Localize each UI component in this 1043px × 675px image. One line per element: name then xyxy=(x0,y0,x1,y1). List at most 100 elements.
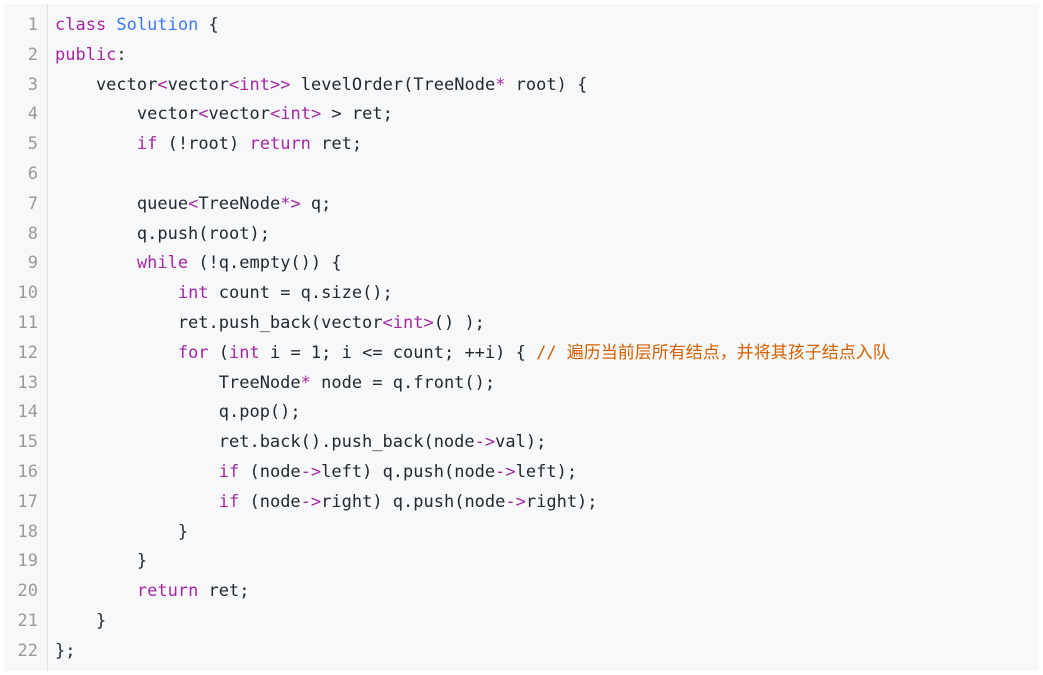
code-token: * xyxy=(495,74,506,95)
line-number: 6 xyxy=(27,164,38,184)
code-text: }; xyxy=(55,636,75,666)
code-token: (!root) xyxy=(157,134,250,155)
line-number: 10 xyxy=(17,283,38,304)
line-number: 3 xyxy=(27,74,38,95)
code-token: (node xyxy=(239,462,301,482)
code-token: ret; xyxy=(310,134,363,155)
code-token xyxy=(55,343,178,363)
code-token: node = q.front(); xyxy=(310,372,496,393)
code-line: 19 } xyxy=(4,546,1039,576)
line-number: 14 xyxy=(17,402,38,423)
code-text: if (!root) return ret; xyxy=(55,129,362,159)
code-comment: // 遍历当前层所有结点，并将其孩子结点入队 xyxy=(536,342,890,363)
code-text: if (node->right) q.push(node->right); xyxy=(55,487,598,517)
code-line: 5 if (!root) return ret; xyxy=(4,129,1039,159)
line-number: 11 xyxy=(17,313,38,333)
code-text: return ret; xyxy=(55,576,250,606)
code-token: < xyxy=(269,104,281,125)
code-token: -> xyxy=(495,462,516,482)
line-number: 13 xyxy=(17,372,38,393)
code-token: < xyxy=(229,74,240,95)
code-token: val); xyxy=(495,432,547,453)
code-text: if (node->left) q.push(node->left); xyxy=(55,457,577,487)
code-line: 13 TreeNode* node = q.front(); xyxy=(4,368,1039,398)
code-token: (!q.empty()) { xyxy=(188,253,342,274)
code-token: TreeNode xyxy=(55,372,301,393)
code-token: int xyxy=(392,313,424,333)
code-token: q.push(root); xyxy=(55,223,270,244)
code-line: 18 } xyxy=(4,517,1039,547)
code-token: root) { xyxy=(505,74,588,95)
code-token: } xyxy=(55,521,189,542)
code-token: > ret; xyxy=(321,104,393,125)
code-text: vector<vector<int>> levelOrder(TreeNode*… xyxy=(55,70,587,100)
line-number: 16 xyxy=(17,462,38,482)
code-line: 6 xyxy=(4,159,1039,189)
code-line: 9 while (!q.empty()) { xyxy=(4,248,1039,278)
code-text: ret.back().push_back(node->val); xyxy=(55,427,547,457)
code-token: ret.push_back(vector xyxy=(55,313,383,333)
code-token: if xyxy=(218,491,240,512)
code-token: if xyxy=(218,462,240,482)
code-token: levelOrder(TreeNode xyxy=(290,74,496,95)
code-token: int xyxy=(239,74,270,95)
code-line: 22}; xyxy=(4,636,1039,666)
code-token: right) q.push(node xyxy=(321,491,506,512)
code-token: ret.back().push_back(node xyxy=(55,432,475,453)
code-text: public: xyxy=(55,40,127,70)
line-number: 7 xyxy=(27,193,38,214)
code-token: q.pop(); xyxy=(55,402,301,423)
code-token: *> xyxy=(280,193,301,214)
code-line: 15 ret.back().push_back(node->val); xyxy=(4,427,1039,457)
code-token: while xyxy=(136,253,189,274)
code-token: return xyxy=(136,581,199,602)
code-line: 10 int count = q.size(); xyxy=(4,278,1039,308)
code-token: left) q.push(node xyxy=(321,462,496,482)
code-text: } xyxy=(55,517,188,547)
line-number: 22 xyxy=(17,640,38,661)
code-token: left); xyxy=(515,462,578,482)
code-text: while (!q.empty()) { xyxy=(55,248,342,278)
code-text: } xyxy=(55,546,147,576)
line-number: 4 xyxy=(27,104,38,125)
code-token: TreeNode xyxy=(198,193,281,214)
code-token: -> xyxy=(300,491,322,512)
code-text: int count = q.size(); xyxy=(55,278,393,308)
code-line: 12 for (int i = 1; i <= count; ++i) { //… xyxy=(4,338,1039,368)
code-token: }; xyxy=(55,640,76,661)
code-token: vector xyxy=(55,74,158,95)
code-token: right); xyxy=(525,491,598,512)
code-line: 11 ret.push_back(vector<int>() ); xyxy=(4,308,1039,338)
code-token: ret; xyxy=(198,581,250,602)
code-token: < xyxy=(382,313,393,333)
code-token: ( xyxy=(208,342,230,363)
code-text: q.push(root); xyxy=(55,219,270,249)
code-token: { xyxy=(198,15,219,35)
code-text: for (int i = 1; i <= count; ++i) { // 遍历… xyxy=(55,338,890,368)
code-token: } xyxy=(55,551,148,572)
code-token: int xyxy=(229,342,260,363)
line-number: 19 xyxy=(17,551,38,572)
code-line: 8 q.push(root); xyxy=(4,219,1039,249)
code-token: >> xyxy=(270,74,291,95)
code-token: > xyxy=(310,104,322,125)
code-line: 16 if (node->left) q.push(node->left); xyxy=(4,457,1039,487)
code-token: vector xyxy=(167,74,230,95)
code-token xyxy=(55,581,137,601)
code-line: 2 public: xyxy=(4,40,1039,70)
code-line: 20 return ret; xyxy=(4,576,1039,606)
code-token: queue xyxy=(55,193,189,214)
line-number: 2 xyxy=(27,44,38,65)
code-text: TreeNode* node = q.front(); xyxy=(55,368,495,398)
code-line: 4 vector<vector<int> > ret; xyxy=(4,99,1039,129)
code-token: < xyxy=(157,74,168,95)
code-line: 3 vector<vector<int>> levelOrder(TreeNod… xyxy=(4,70,1039,100)
code-token: count = q.size(); xyxy=(208,283,393,304)
gutter-divider xyxy=(47,4,48,671)
line-number: 8 xyxy=(27,223,38,244)
code-token: return xyxy=(249,134,311,155)
code-token: q; xyxy=(300,193,332,214)
code-token: class xyxy=(55,15,117,35)
